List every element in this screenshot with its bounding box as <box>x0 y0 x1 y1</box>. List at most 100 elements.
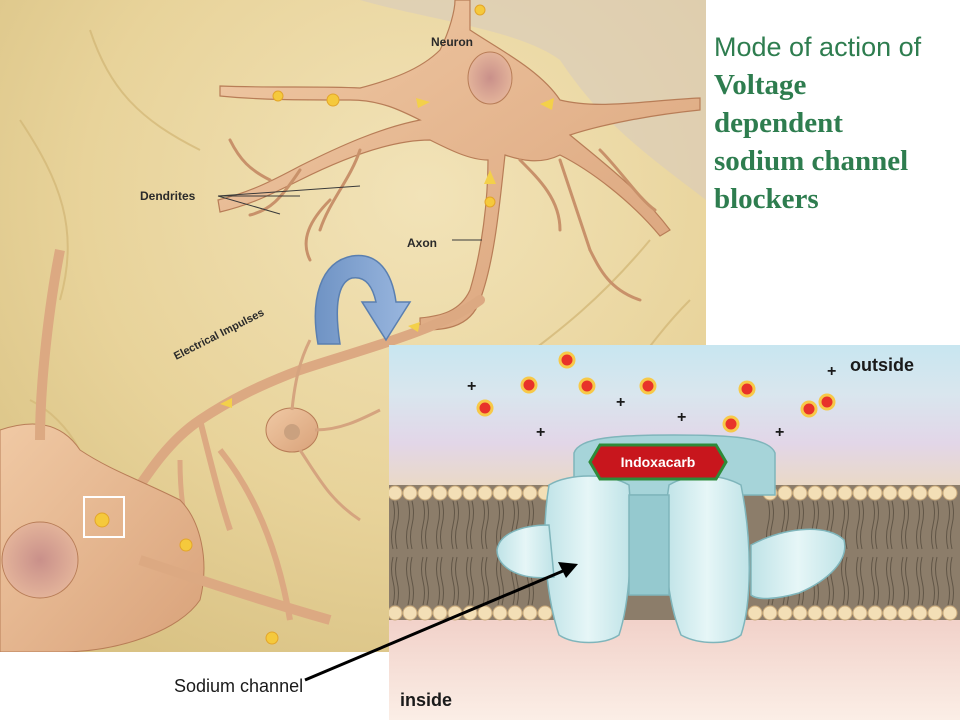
axon-label: Axon <box>407 236 437 250</box>
lipid-head <box>402 485 418 501</box>
lipid-head <box>837 485 853 501</box>
lipid-tail <box>485 500 489 550</box>
lipid-tail <box>886 500 890 550</box>
lipid-head <box>927 485 943 501</box>
lipid-tail <box>391 500 395 550</box>
dendrites-label: Dendrites <box>140 189 196 203</box>
title-line-2: Voltage dependent sodium channel blocker… <box>714 69 909 215</box>
lipid-head <box>897 485 913 501</box>
lipid-head <box>432 485 448 501</box>
lipid-head <box>417 605 433 621</box>
lipid-tail <box>950 500 954 550</box>
lipid-tail <box>871 556 875 606</box>
positive-charges: + + + + + + <box>467 363 836 441</box>
plus-charge: + <box>467 378 476 395</box>
lipid-head <box>807 605 823 621</box>
sodium-ion <box>558 351 576 369</box>
channel-protein <box>496 434 846 644</box>
lipid-head <box>762 605 778 621</box>
lipid-tail <box>860 556 864 606</box>
lipid-tail <box>901 500 905 550</box>
lipid-head <box>389 605 403 621</box>
lipid-tail <box>856 556 860 606</box>
plus-charge: + <box>536 424 545 441</box>
lipid-tail <box>901 556 905 606</box>
indoxacarb-label: Indoxacarb <box>620 454 696 470</box>
lipid-tail <box>931 500 935 550</box>
lipid-head <box>537 605 553 621</box>
neuron-illustration <box>0 0 706 652</box>
lipid-tail <box>935 500 939 550</box>
lipid-head <box>492 485 508 501</box>
lipid-head <box>522 605 538 621</box>
lipid-tail <box>496 500 500 550</box>
lipid-tail <box>871 500 875 550</box>
lipid-head <box>852 605 868 621</box>
lipid-head <box>882 605 898 621</box>
lipid-tail <box>950 556 954 606</box>
lipid-head <box>432 605 448 621</box>
lipid-head <box>402 605 418 621</box>
lipid-head <box>807 485 823 501</box>
lipid-head <box>897 605 913 621</box>
slide-title: Mode of action of Voltage dependent sodi… <box>714 28 954 218</box>
lipid-head <box>912 605 928 621</box>
lipid-tail <box>436 500 440 550</box>
sodium-ion <box>578 377 596 395</box>
lipid-tail <box>920 500 924 550</box>
lipid-head <box>462 605 478 621</box>
sodium-ion <box>818 393 836 411</box>
title-line-1: Mode of action of <box>714 32 922 62</box>
lipid-head <box>447 605 463 621</box>
lipid-head <box>507 485 523 501</box>
lipid-head <box>927 605 943 621</box>
lipid-tail <box>440 500 444 550</box>
lipid-tail <box>406 500 410 550</box>
lipid-tail <box>946 556 950 606</box>
lipid-head <box>747 605 763 621</box>
sodium-ion <box>476 399 494 417</box>
synapse-highlight-box <box>83 496 125 538</box>
sodium-ion <box>520 376 538 394</box>
plus-charge: + <box>775 424 784 441</box>
lipid-head <box>522 485 538 501</box>
sodium-ion <box>639 377 657 395</box>
lipid-tail <box>946 500 950 550</box>
sodium-channel-diagram: + + + + + + <box>389 345 960 720</box>
lipid-head <box>942 485 958 501</box>
lipid-head <box>942 605 958 621</box>
lipid-tail <box>421 500 425 550</box>
lipid-tail <box>935 556 939 606</box>
lipid-tail <box>470 500 474 550</box>
lipid-tail <box>931 556 935 606</box>
lipid-head <box>777 605 793 621</box>
lipid-tail <box>410 500 414 550</box>
intracellular-region <box>389 615 960 720</box>
lipid-head <box>462 485 478 501</box>
lipid-head <box>792 485 808 501</box>
outside-label: outside <box>850 355 915 375</box>
indoxacarb-badge <box>588 443 728 481</box>
plus-charge: + <box>827 363 836 380</box>
lipid-tail <box>875 500 879 550</box>
lipid-head <box>792 605 808 621</box>
plus-charge: + <box>677 409 686 426</box>
lipid-tail <box>875 556 879 606</box>
lipid-head <box>777 485 793 501</box>
sodium-ion <box>800 400 818 418</box>
lipid-tail <box>890 556 894 606</box>
lipid-tail <box>916 500 920 550</box>
sodium-ions <box>476 351 836 433</box>
lipid-tail <box>466 500 470 550</box>
lipid-tail <box>845 556 849 606</box>
lipid-tail <box>916 556 920 606</box>
lipid-tail <box>920 556 924 606</box>
main-neuron <box>217 0 701 331</box>
lipid-head <box>852 485 868 501</box>
lipid-head <box>837 605 853 621</box>
lipid-head <box>912 485 928 501</box>
lipid-head <box>417 485 433 501</box>
lipid-tail <box>845 500 849 550</box>
sodium-ion <box>722 415 740 433</box>
lipid-head <box>492 605 508 621</box>
